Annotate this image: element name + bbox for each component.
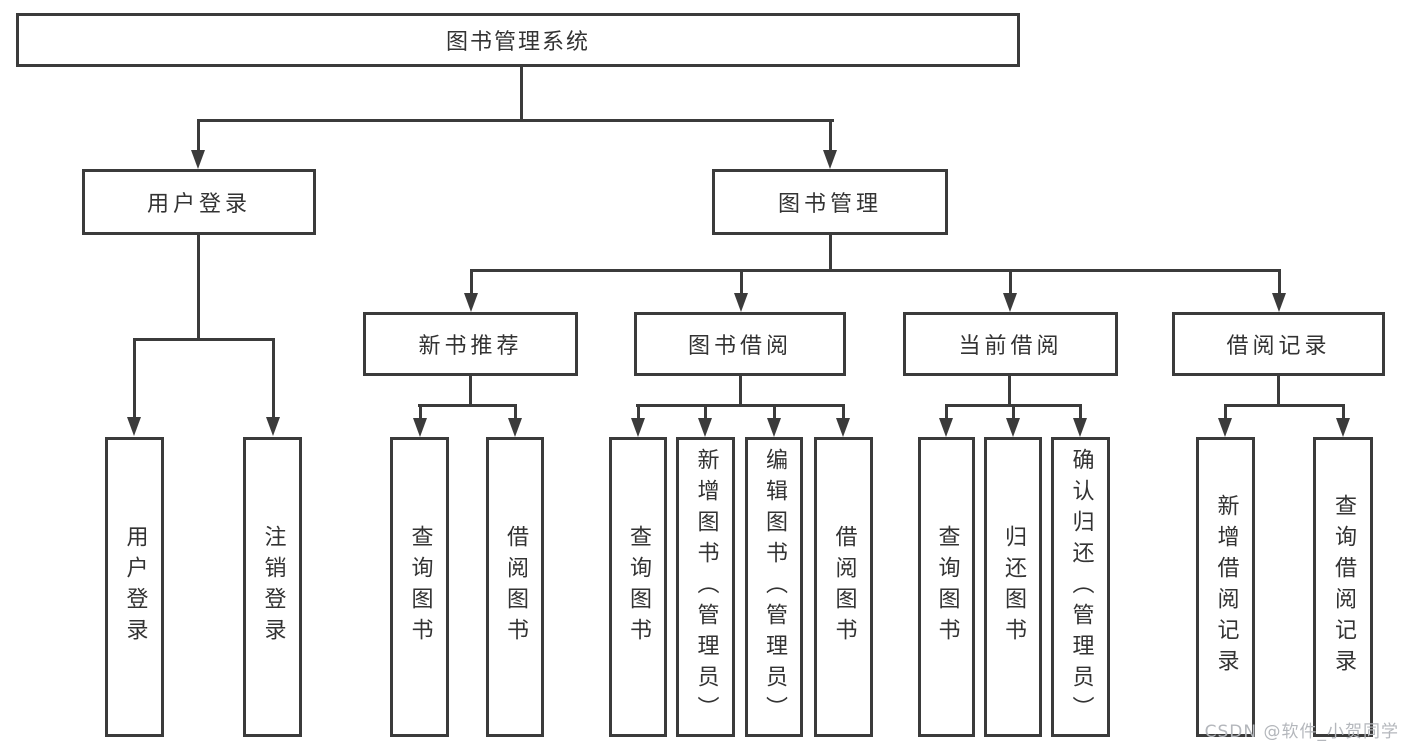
connector-mgmt-stub <box>829 235 832 272</box>
node-label: 用户登录 <box>146 192 251 217</box>
arrow-down-icon <box>1003 272 1017 312</box>
node-current-borrowing: 当前借阅 <box>903 312 1118 376</box>
node-label: 注销登录 <box>260 525 286 649</box>
leaf-confirm-return-admin: 确认归还（管理员） <box>1051 437 1110 737</box>
connector-rec-horizontal <box>418 404 517 407</box>
arrow-down-icon <box>631 407 645 437</box>
node-label: 借阅记录 <box>1226 334 1331 359</box>
connector-mgmt-horizontal <box>470 269 1281 272</box>
arrow-down-icon <box>1336 407 1350 437</box>
connector-login-horizontal <box>133 338 275 341</box>
leaf-add-borrow-record: 新增借阅记录 <box>1196 437 1255 737</box>
connector-record-horizontal <box>1224 404 1345 407</box>
node-label: 查询图书 <box>407 525 433 649</box>
node-label: 确认归还（管理员） <box>1068 447 1094 727</box>
node-label: 借阅图书 <box>831 525 857 649</box>
node-label: 图书管理系统 <box>445 30 590 55</box>
connector-borrow-stub <box>739 376 742 407</box>
node-label: 查询借阅记录 <box>1331 494 1356 680</box>
arrow-down-icon <box>1218 407 1232 437</box>
node-label: 图书管理 <box>777 192 882 217</box>
arrow-down-icon <box>698 407 712 437</box>
leaf-add-book-admin: 新增图书（管理员） <box>676 437 735 737</box>
node-label: 查询图书 <box>934 525 960 649</box>
node-label: 用户登录 <box>122 525 148 649</box>
node-borrow-records: 借阅记录 <box>1172 312 1385 376</box>
node-label: 当前借阅 <box>958 334 1063 359</box>
node-book-borrowing: 图书借阅 <box>634 312 846 376</box>
node-label: 图书借阅 <box>687 334 792 359</box>
leaf-query-book-borrowing: 查询图书 <box>609 437 667 737</box>
leaf-borrow-book: 借阅图书 <box>814 437 873 737</box>
arrow-down-icon <box>939 407 953 437</box>
connector-current-horizontal <box>945 404 1082 407</box>
arrow-down-icon <box>191 122 205 169</box>
arrow-down-icon <box>508 407 522 437</box>
arrow-down-icon <box>734 272 748 312</box>
node-label: 查询图书 <box>626 525 651 649</box>
node-label: 编辑图书（管理员） <box>762 447 787 727</box>
leaf-borrow-book-recommend: 借阅图书 <box>486 437 544 737</box>
connector-current-stub <box>1008 376 1011 407</box>
leaf-return-book: 归还图书 <box>984 437 1042 737</box>
leaf-user-login: 用户登录 <box>105 437 164 737</box>
arrow-down-icon <box>464 272 478 312</box>
connector-root-horizontal <box>197 119 834 122</box>
connector-record-stub <box>1277 376 1280 407</box>
node-library-system: 图书管理系统 <box>16 13 1020 67</box>
arrow-down-icon <box>413 407 427 437</box>
arrow-down-icon <box>266 341 280 436</box>
connector-login-stub <box>197 235 200 340</box>
arrow-down-icon <box>767 407 781 437</box>
arrow-down-icon <box>1006 407 1020 437</box>
leaf-query-book-recommend: 查询图书 <box>390 437 449 737</box>
node-new-book-recommend: 新书推荐 <box>363 312 578 376</box>
node-book-management: 图书管理 <box>712 169 948 235</box>
leaf-query-borrow-record: 查询借阅记录 <box>1313 437 1373 737</box>
node-user-login: 用户登录 <box>82 169 316 235</box>
leaf-logout: 注销登录 <box>243 437 302 737</box>
node-label: 归还图书 <box>1001 525 1026 649</box>
csdn-watermark: CSDN @软件_小贺同学 <box>1204 722 1399 742</box>
node-label: 新增图书（管理员） <box>693 447 719 727</box>
node-label: 新书推荐 <box>418 334 523 359</box>
arrow-down-icon <box>1073 407 1087 437</box>
arrow-down-icon <box>1272 272 1286 312</box>
connector-root-stub <box>520 67 523 122</box>
arrow-down-icon <box>823 122 837 169</box>
leaf-edit-book-admin: 编辑图书（管理员） <box>745 437 803 737</box>
node-label: 借阅图书 <box>503 525 528 649</box>
connector-borrow-horizontal <box>636 404 845 407</box>
node-label: 新增借阅记录 <box>1213 494 1239 680</box>
arrow-down-icon <box>127 341 141 436</box>
arrow-down-icon <box>836 407 850 437</box>
leaf-query-book-current: 查询图书 <box>918 437 975 737</box>
connector-rec-stub <box>469 376 472 407</box>
